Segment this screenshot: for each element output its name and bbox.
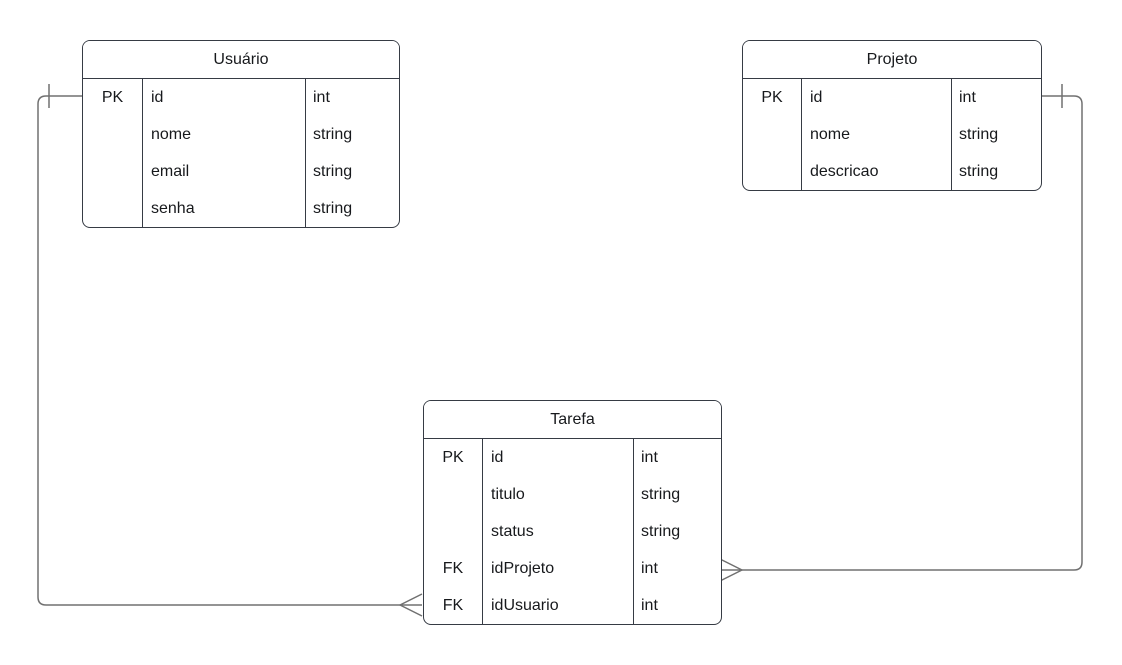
relation-projeto-tarefa-line: [720, 95, 1083, 571]
attr-name-cell: idUsuario: [482, 587, 633, 624]
attr-name-cell: nome: [142, 116, 305, 153]
attr-type-cell: string: [305, 153, 399, 190]
key-cell: PK: [101, 89, 124, 106]
attr-type-cell: string: [951, 116, 1041, 153]
attr-name-cell: senha: [142, 190, 305, 227]
entity-tarefa-attributes: PK id int titulo string status string FK…: [424, 439, 721, 624]
attr-type-cell: int: [633, 587, 721, 624]
entity-projeto-attributes: PK id int nome string descricao string: [743, 79, 1041, 190]
key-cell: [83, 116, 142, 153]
attr-type-cell: string: [951, 153, 1041, 190]
attr-type-cell: string: [305, 116, 399, 153]
entity-usuario: Usuário PK id int nome string email stri…: [82, 40, 400, 228]
attr-name-cell: idProjeto: [482, 550, 633, 587]
entity-tarefa-title: Tarefa: [424, 401, 721, 439]
key-cell: [743, 116, 801, 153]
attr-type-cell: int: [951, 79, 1041, 116]
key-cell: [83, 190, 142, 227]
key-cell: [424, 513, 482, 550]
key-cell: [743, 153, 801, 190]
attr-name-cell: id: [801, 79, 951, 116]
attr-name-cell: descricao: [801, 153, 951, 190]
crows-foot-many-marker-tarefa-right: [719, 558, 743, 582]
entity-projeto: Projeto PK id int nome string descricao …: [742, 40, 1042, 191]
attr-type-cell: string: [633, 513, 721, 550]
crows-foot-many-marker-tarefa-left: [399, 593, 423, 617]
relation-usuario-tarefa-line: [37, 95, 422, 606]
attr-type-cell: int: [633, 550, 721, 587]
key-cell: FK: [442, 597, 464, 614]
entity-projeto-title: Projeto: [743, 41, 1041, 79]
attr-type-cell: string: [633, 476, 721, 513]
attr-type-cell: int: [305, 79, 399, 116]
attr-type-cell: int: [633, 439, 721, 476]
key-cell: [83, 153, 142, 190]
attr-name-cell: nome: [801, 116, 951, 153]
key-cell: PK: [442, 449, 464, 466]
attr-name-cell: id: [142, 79, 305, 116]
attr-name-cell: id: [482, 439, 633, 476]
key-cell: [424, 476, 482, 513]
entity-usuario-attributes: PK id int nome string email string senha…: [83, 79, 399, 227]
attr-type-cell: string: [305, 190, 399, 227]
key-cell: PK: [761, 89, 783, 106]
entity-tarefa: Tarefa PK id int titulo string status st…: [423, 400, 722, 625]
entity-usuario-title: Usuário: [83, 41, 399, 79]
attr-name-cell: status: [482, 513, 633, 550]
attr-name-cell: titulo: [482, 476, 633, 513]
attr-name-cell: email: [142, 153, 305, 190]
key-cell: FK: [442, 560, 464, 577]
